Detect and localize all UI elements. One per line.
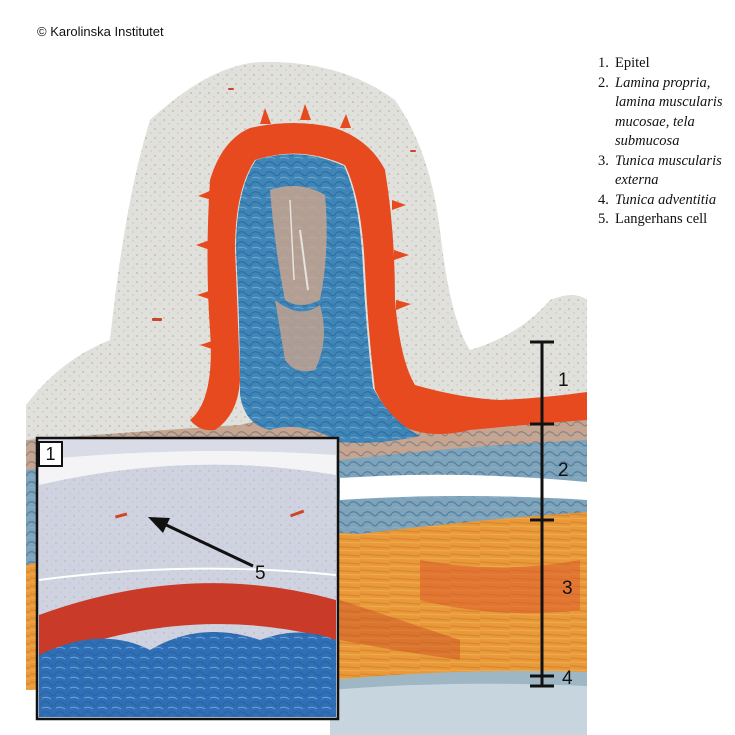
scale-label-muscularis: 3	[562, 578, 573, 599]
inset-panel	[35, 436, 340, 721]
legend-item: 4. Tunica adventitia	[598, 191, 728, 211]
scale-label-adventitia: 4	[562, 668, 573, 689]
legend-number: 3.	[598, 152, 609, 169]
legend-number: 2.	[598, 74, 609, 91]
legend-item: 2. Lamina propria, lamina muscularis muco…	[598, 74, 728, 152]
legend: 1. Epitel 2. Lamina propria, lamina muscul…	[598, 54, 728, 230]
scale-label-epithelium: 1	[558, 370, 569, 391]
scale-label-submucosa: 2	[558, 460, 569, 481]
legend-text: Langerhans cell	[615, 211, 708, 227]
legend-text: Tunica muscularis externa	[615, 152, 722, 189]
legend-text: Lamina propria, lamina muscularis mucosa…	[615, 74, 723, 150]
inset-label: 1	[38, 441, 63, 467]
basal-layer	[190, 123, 587, 434]
legend-text: Tunica adventitia	[615, 191, 717, 208]
scale-bar	[530, 340, 554, 688]
legend-item: 5. Langerhans cell	[598, 210, 728, 230]
legend-item: 1. Epitel	[598, 54, 728, 74]
legend-text: Epitel	[615, 55, 650, 71]
legend-number: 5.	[598, 211, 609, 227]
arrow-langerhans	[148, 517, 254, 568]
legend-number: 4.	[598, 191, 609, 208]
legend-item: 3. Tunica muscularis externa	[598, 152, 728, 191]
arrow-label: 5	[255, 563, 266, 584]
copyright-notice: © Karolinska Institutet	[37, 24, 164, 39]
legend-number: 1.	[598, 55, 609, 71]
